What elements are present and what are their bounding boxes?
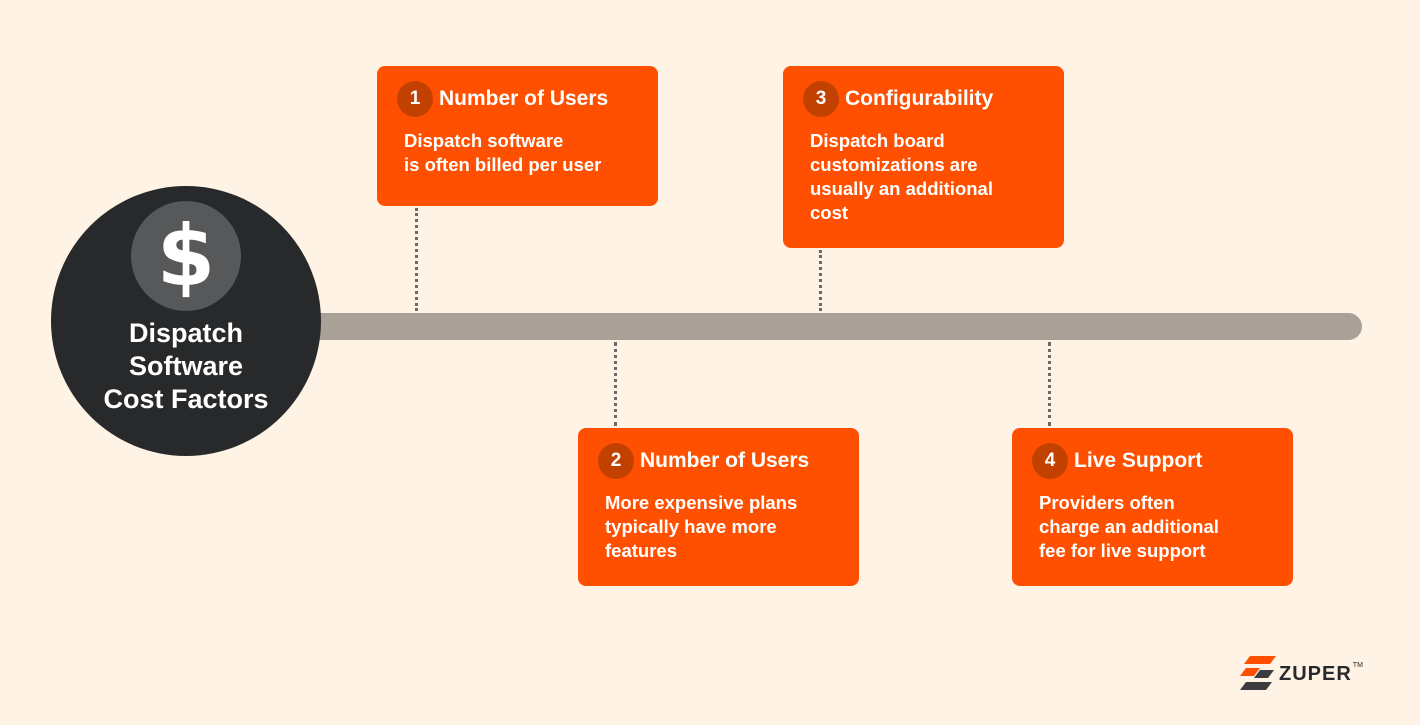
zuper-logo: ZUPER TM: [1240, 656, 1363, 692]
card-body: Providers often charge an additional fee…: [1039, 492, 1219, 561]
factor-card-4: 4 Live Support Providers often charge an…: [1012, 428, 1293, 586]
logo-text: ZUPER: [1279, 662, 1352, 685]
factor-card-2: 2 Number of Users More expensive plans t…: [578, 428, 859, 586]
step-badge: 2: [598, 443, 634, 479]
connector-4: [1048, 342, 1051, 426]
card-body: More expensive plans typically have more…: [605, 492, 798, 561]
connector-1: [415, 208, 418, 311]
step-badge: 4: [1032, 443, 1068, 479]
card-title: Number of Users: [640, 449, 810, 472]
card-title: Live Support: [1074, 449, 1203, 472]
dollar-sign-icon: $: [131, 201, 241, 311]
card-body: Dispatch software is often billed per us…: [404, 130, 602, 175]
hub-circle: $ Dispatch Software Cost Factors: [51, 186, 321, 456]
factor-card-3: 3 Configurability Dispatch board customi…: [783, 66, 1064, 248]
zuper-logo-mark-icon: [1240, 656, 1276, 690]
step-badge: 3: [803, 81, 839, 117]
connector-3: [819, 250, 822, 311]
card-title: Configurability: [845, 87, 994, 110]
step-badge: 1: [397, 81, 433, 117]
trademark-mark: TM: [1352, 662, 1363, 669]
factor-card-1: 1 Number of Users Dispatch software is o…: [377, 66, 658, 206]
connector-2: [614, 342, 617, 426]
timeline-bar: [280, 313, 1362, 340]
card-title: Number of Users: [439, 87, 609, 110]
card-body: Dispatch board customizations are usuall…: [810, 130, 993, 223]
hub-title: Dispatch Software Cost Factors: [103, 318, 269, 414]
